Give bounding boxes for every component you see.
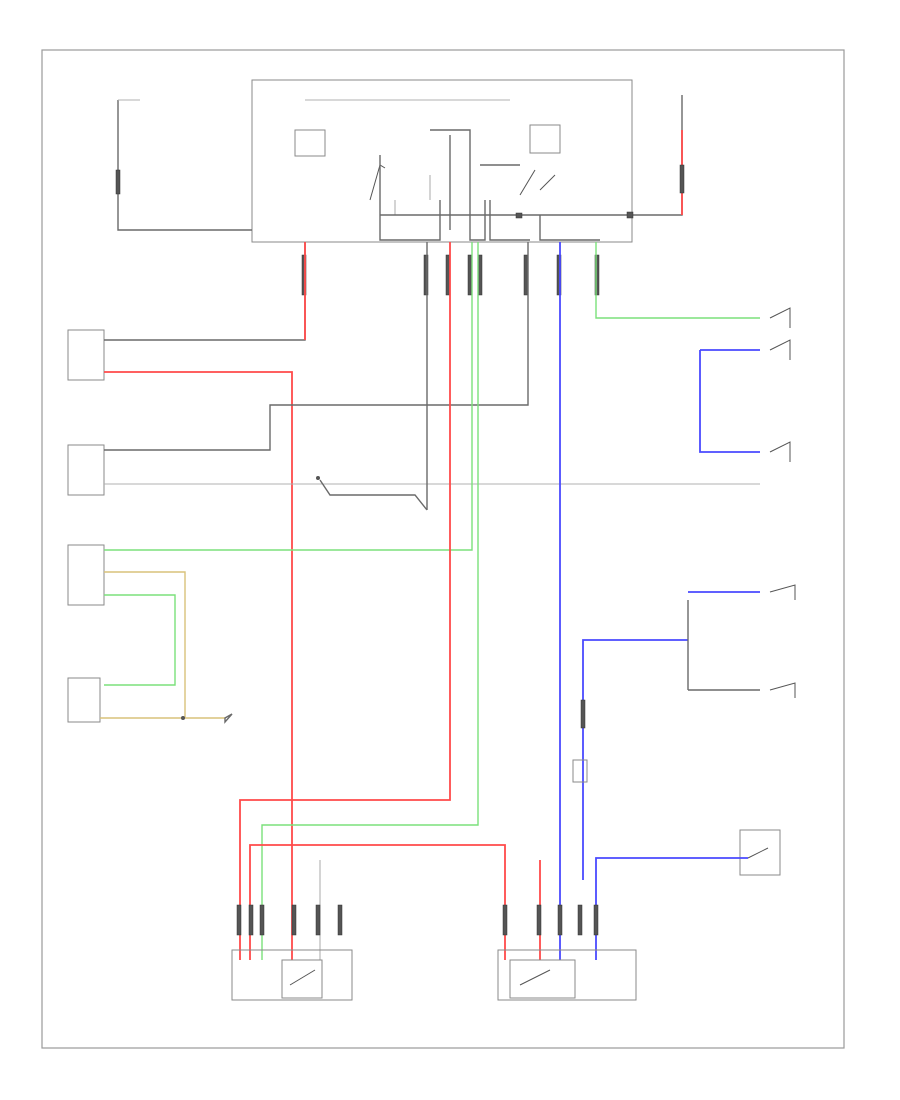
- component-right-top: [595, 242, 791, 462]
- fuse-left-top: [115, 99, 252, 231]
- component-left-4: [67, 677, 233, 724]
- relay-bottom-left: [231, 949, 353, 1001]
- junction-connectors: [301, 254, 600, 296]
- component-left-2: [67, 242, 760, 496]
- main-verticals: [239, 242, 561, 960]
- junction-block-top: [251, 79, 640, 243]
- component-left-1: [67, 242, 306, 960]
- component-right-bottom: [595, 829, 781, 960]
- component-right-middle: [572, 584, 796, 880]
- relay-bottom-right: [497, 949, 637, 1001]
- center-switch: [316, 242, 428, 511]
- component-left-3: [67, 242, 473, 718]
- fuse-right-top: [640, 95, 685, 216]
- diagram-frame: [41, 49, 845, 1049]
- bottom-connectors: [236, 904, 599, 936]
